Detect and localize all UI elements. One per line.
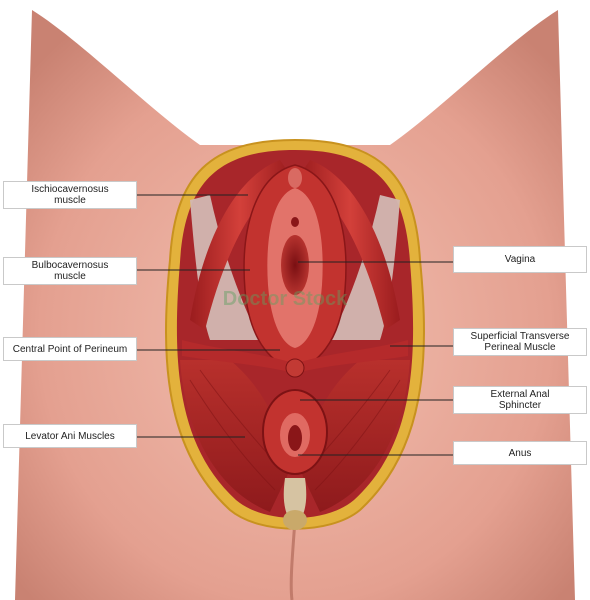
central-tendon <box>285 358 305 378</box>
coccyx-tip <box>283 510 307 530</box>
label-levator-ani-text: Levator Ani Muscles <box>25 430 115 442</box>
label-levator-ani: Levator Ani Muscles <box>3 424 137 448</box>
ischiocavernosus-right <box>300 160 400 330</box>
label-central-point-text: Central Point of Perineum <box>12 343 128 355</box>
watermark: Doctor Stock <box>223 288 348 310</box>
label-ischiocavernosus-text: Ischiocavernosus muscle <box>31 184 109 206</box>
transverse-perineal-left <box>182 340 290 372</box>
label-superficial-transverse-text: Superficial Transverse Perineal Muscle <box>470 331 570 353</box>
label-bulbocavernosus-text: Bulbocavernosus muscle <box>31 260 109 282</box>
anus-opening <box>288 425 302 451</box>
label-vagina-text: Vagina <box>504 254 536 265</box>
label-anus: Anus <box>453 441 587 465</box>
levator-ani-right <box>300 360 410 512</box>
label-bulbocavernosus: Bulbocavernosus muscle <box>3 257 137 285</box>
label-superficial-transverse: Superficial Transverse Perineal Muscle <box>453 328 587 356</box>
label-vagina: Vagina <box>453 246 587 273</box>
urethral-opening <box>291 217 299 227</box>
transverse-perineal-right <box>300 340 408 372</box>
clitoris <box>288 168 302 188</box>
label-central-point: Central Point of Perineum <box>3 337 137 361</box>
label-anus-text: Anus <box>508 447 532 459</box>
label-ischiocavernosus: Ischiocavernosus muscle <box>3 181 137 209</box>
ischiocavernosus-left <box>190 160 290 330</box>
label-external-anal-sphincter-text: External Anal Sphincter <box>490 389 550 411</box>
leader-lines <box>137 194 453 456</box>
levator-ani-left <box>180 360 290 512</box>
label-external-anal-sphincter: External Anal Sphincter <box>453 386 587 414</box>
gluteal-crease <box>289 519 297 600</box>
vaginal-opening <box>281 235 309 295</box>
